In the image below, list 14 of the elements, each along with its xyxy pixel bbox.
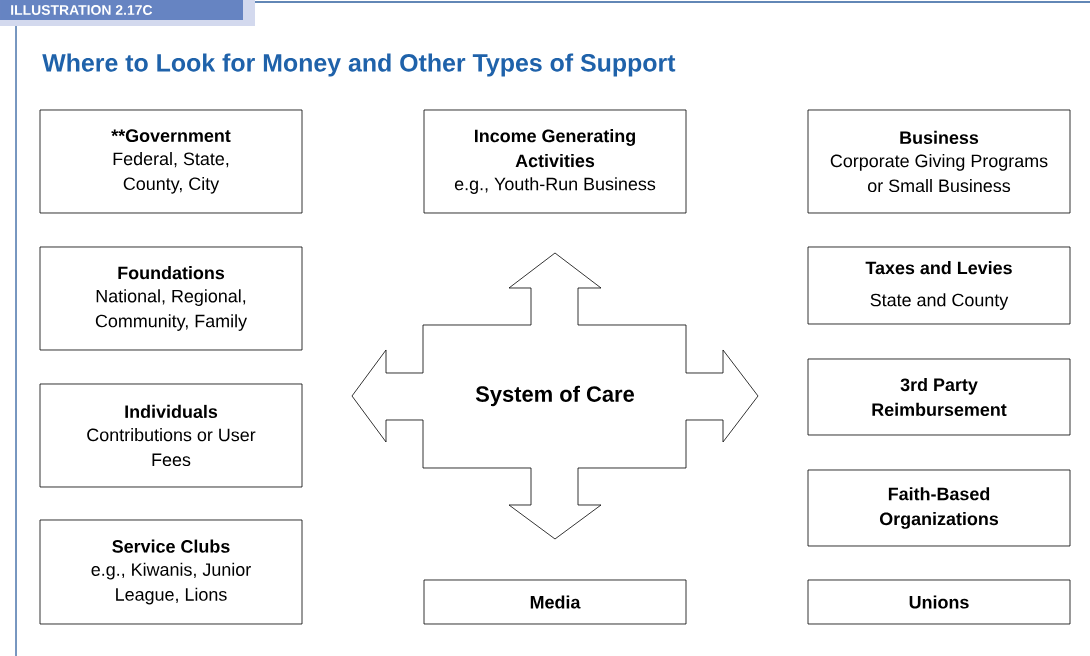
source-box: Media <box>423 579 687 625</box>
source-box: Unions <box>807 579 1071 625</box>
source-box: Foundations National, Regional, Community, Family <box>39 246 303 351</box>
source-box: Business Corporate Giving Programs or Small Business <box>807 109 1071 214</box>
source-box: Service Clubs e.g., Kiwanis, Junior League, Lions <box>39 519 303 625</box>
source-box: **Government Federal, State, County, City <box>39 109 303 214</box>
source-box: Income Generating Activities e.g., Youth-Run Business <box>423 109 687 214</box>
diagram-title: Where to Look for Money and Other Types of Support <box>42 53 676 77</box>
illustration-tab: ILLUSTRATION 2.17C <box>0 0 255 26</box>
source-box: 3rd Party Reimbursement <box>807 358 1071 436</box>
source-box: Individuals Contributions or User Fees <box>39 383 303 488</box>
source-box: Faith-Based Organizations <box>807 469 1071 547</box>
source-box: Taxes and Levies State and County <box>807 246 1071 325</box>
cross-shaped-box: System of Care <box>351 252 759 540</box>
